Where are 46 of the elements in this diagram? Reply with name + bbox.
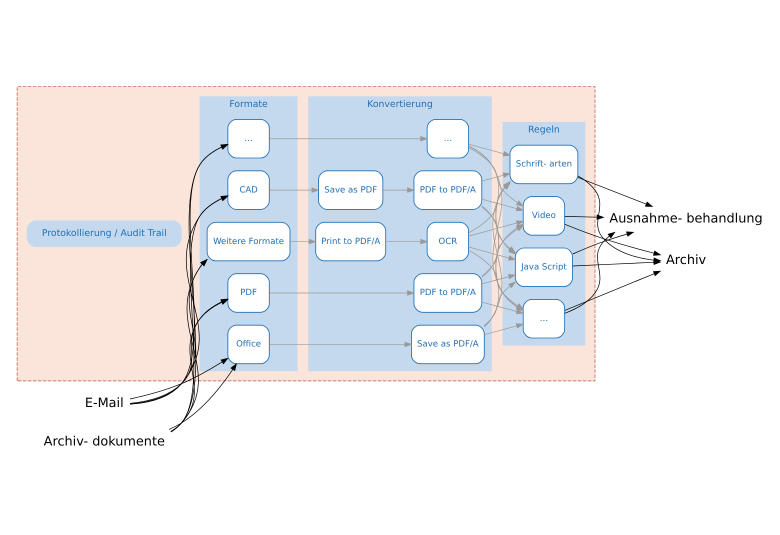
- node-box: Schrift- arten: [510, 144, 578, 184]
- node-box: PDF to PDF/A: [414, 272, 482, 312]
- arrow: [482, 198, 524, 211]
- arrow: [484, 280, 516, 326]
- arrow: [564, 270, 662, 310]
- node-box: Save as PDF: [318, 170, 384, 210]
- arrow: [468, 143, 511, 156]
- node-box: …: [227, 118, 270, 158]
- arrow: [468, 146, 524, 206]
- arrow: [578, 176, 654, 206]
- node-box: …: [426, 118, 469, 158]
- arrow: [268, 341, 412, 347]
- node-box: Weitere Formate: [206, 221, 290, 261]
- node-box: …: [522, 298, 566, 338]
- arrow: [564, 223, 662, 256]
- arrow: [484, 322, 524, 335]
- node-text: Archiv: [666, 252, 706, 268]
- arrow: [564, 231, 616, 314]
- node-box: PDF to PDF/A: [414, 170, 482, 210]
- node-box: Video: [522, 196, 566, 236]
- arrow: [382, 186, 416, 192]
- node-box: PDF: [227, 272, 270, 312]
- arrow: [572, 231, 634, 254]
- arrow: [386, 238, 428, 244]
- cluster: [16, 86, 596, 381]
- node-box: Office: [227, 324, 270, 364]
- arrow: [468, 182, 511, 233]
- arrow: [564, 214, 605, 220]
- arrow: [482, 172, 511, 181]
- arrow: [130, 357, 229, 399]
- node-text: Archiv- dokumente: [44, 434, 165, 449]
- arrow: [268, 135, 428, 141]
- arrow: [572, 259, 662, 266]
- arrow: [269, 186, 320, 192]
- node-box: Java Script: [514, 247, 573, 286]
- arrow: [168, 362, 238, 430]
- node-text: E-Mail: [84, 395, 124, 410]
- arrow: [482, 274, 516, 284]
- node-box: Print to PDF/A: [315, 221, 386, 261]
- node-box: Protokollierung / Audit Trail: [26, 220, 182, 246]
- node-box: OCR: [426, 221, 469, 261]
- node-text: Ausnahme- behandlung: [609, 211, 763, 226]
- arrow: [268, 290, 415, 296]
- arrow: [290, 238, 317, 244]
- node-box: CAD: [227, 170, 270, 210]
- node-box: Save as PDF/A: [411, 324, 485, 364]
